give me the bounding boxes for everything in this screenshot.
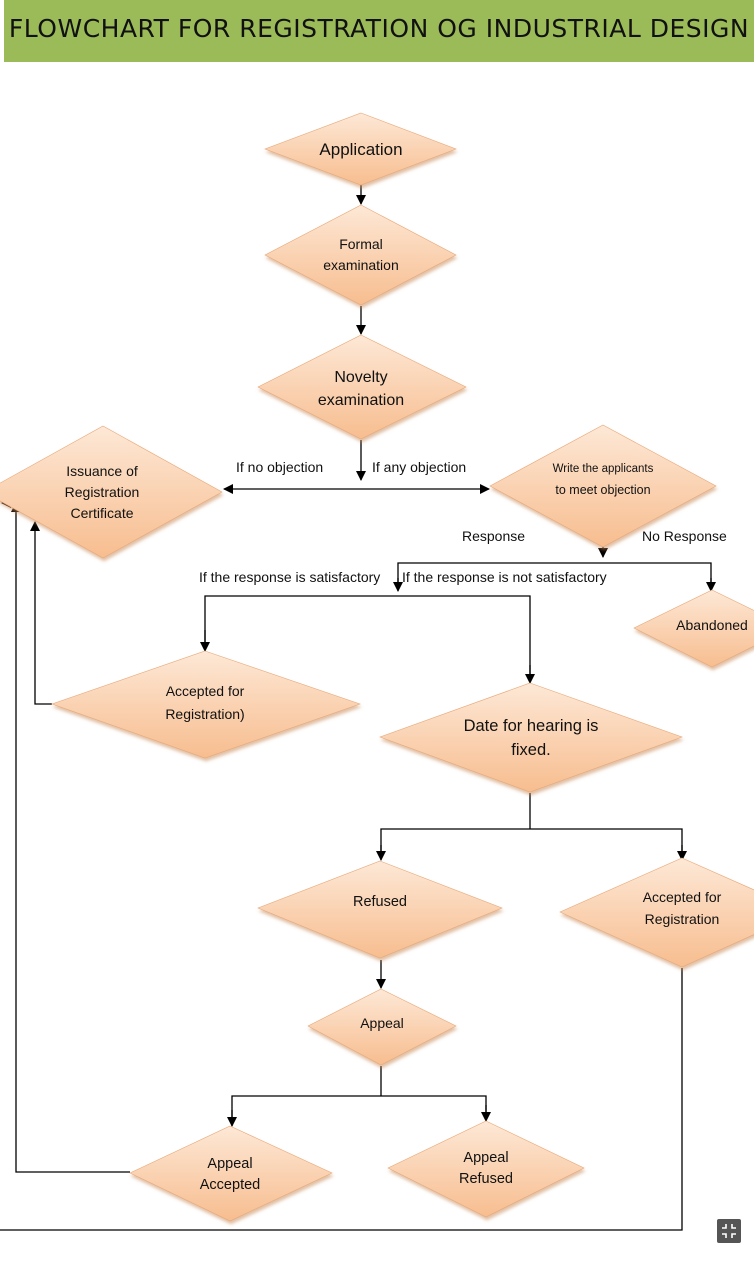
node-issuance-certificate: Issuance of Registration Certificate [0, 425, 223, 559]
node-label: Date for hearing is [464, 717, 599, 735]
node-label: Write the applicants [553, 463, 654, 475]
node-label: Accepted for [643, 889, 722, 905]
node-appeal-refused: Appeal Refused [387, 1120, 585, 1218]
node-label: Refused [459, 1171, 513, 1187]
node-label: Abandoned [676, 617, 748, 633]
node-accepted-right: Accepted for Registration [559, 857, 754, 968]
node-label: Registration [65, 484, 140, 500]
node-label: to meet objection [555, 483, 650, 497]
node-label: Appeal [360, 1015, 404, 1031]
label-no-objection: If no objection [236, 459, 323, 475]
node-label: Formal [339, 236, 383, 252]
edge-response-split [204, 595, 531, 682]
label-response: Response [462, 528, 525, 544]
node-date-hearing: Date for hearing is fixed. [379, 682, 683, 793]
node-refused: Refused [257, 860, 503, 959]
node-label: fixed. [511, 741, 550, 759]
node-application: Application [264, 112, 457, 186]
node-label: examination [323, 257, 399, 273]
label-not-satisfactory: If the response is not satisfactory [402, 569, 607, 585]
label-no-response: No Response [642, 528, 727, 544]
node-appeal: Appeal [307, 988, 457, 1066]
edge-appeal-branch [231, 1095, 487, 1125]
collapse-icon-glyph [722, 1224, 736, 1238]
node-label: Accepted for [166, 683, 245, 699]
edge-appeal-accepted-to-issuance [11, 502, 130, 1173]
label-satisfactory: If the response is satisfactory [199, 569, 380, 585]
label-any-objection: If any objection [372, 459, 466, 475]
page-title: FLOWCHART FOR REGISTRATION OG INDUSTRIAL… [8, 14, 750, 43]
node-label: examination [318, 392, 404, 409]
node-label: Accepted [200, 1177, 260, 1193]
node-label: Certificate [70, 505, 133, 521]
node-label: Refused [353, 894, 407, 910]
title-bar: FLOWCHART FOR REGISTRATION OG INDUSTRIAL… [4, 0, 754, 62]
node-novelty-examination: Novelty examination [257, 334, 467, 440]
node-label: Appeal [207, 1156, 252, 1172]
node-accepted-left: Accepted for Registration) [51, 650, 361, 759]
edge-hearing-branch [380, 828, 683, 858]
node-abandoned: Abandoned [633, 589, 754, 668]
node-formal-examination: Formal examination [264, 204, 457, 306]
node-label: Issuance of [66, 463, 138, 479]
node-label: Registration [645, 911, 720, 927]
edge-accepted-right-to-issuance [0, 968, 683, 1231]
node-label: Registration) [165, 706, 244, 722]
node-label: Novelty [334, 369, 387, 386]
edge-accepted-to-issuance [30, 521, 52, 705]
node-appeal-accepted: Appeal Accepted [129, 1125, 333, 1222]
edge-response-branch [397, 562, 712, 590]
node-label: Application [319, 140, 402, 159]
collapse-icon[interactable] [717, 1219, 741, 1243]
node-write-applicants: Write the applicants to meet objection [489, 424, 717, 548]
node-label: Appeal [463, 1150, 508, 1166]
